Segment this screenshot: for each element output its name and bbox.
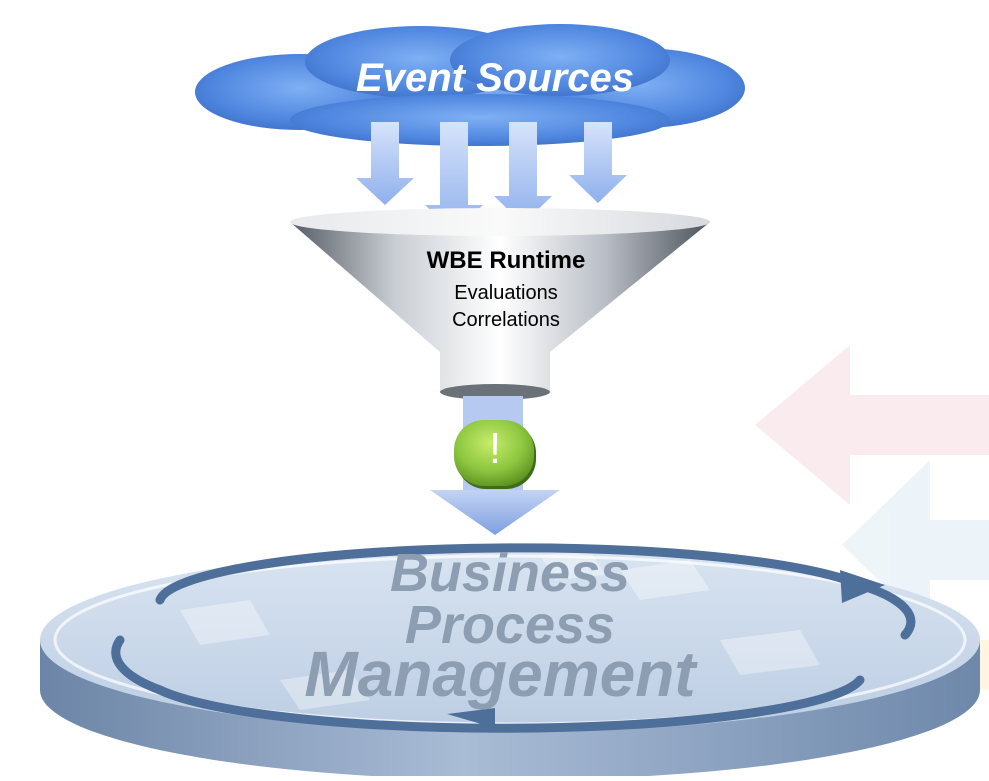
platform-label-management: Management	[304, 638, 696, 710]
event-arrow-2	[425, 122, 483, 233]
funnel-item-correlations: Correlations	[452, 309, 560, 331]
alert-badge	[454, 420, 536, 489]
bpm-platform	[40, 543, 980, 780]
event-sources-cloud	[195, 24, 745, 146]
event-arrow-3	[494, 122, 552, 224]
cycle-arrows	[111, 543, 916, 733]
event-arrow-4	[569, 122, 627, 203]
platform-label-business: Business	[389, 543, 631, 603]
event-arrows	[356, 122, 627, 233]
funnel-item-evaluations: Evaluations	[454, 282, 558, 304]
bpm-input-arrow	[430, 490, 560, 535]
funnel-title: WBE Runtime	[426, 247, 586, 274]
alert-exclamation-icon: !	[488, 424, 502, 473]
event-sources-label: Event Sources	[356, 56, 634, 100]
platform-label-process: Process	[404, 595, 616, 655]
event-arrow-1	[356, 122, 414, 205]
